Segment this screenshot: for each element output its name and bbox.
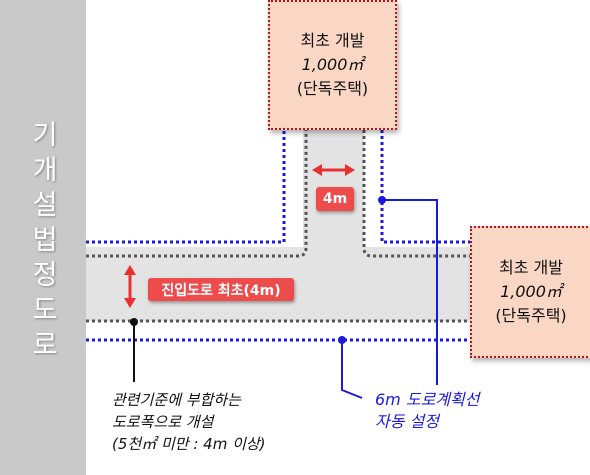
plan-line-note: 6m 도로계획선 자동 설정 bbox=[375, 389, 515, 433]
parcel-top: 최초 개발 1,000㎡ (단독주택) bbox=[268, 0, 397, 130]
road-label-char: 법 bbox=[32, 225, 58, 256]
parcel-area: 1,000㎡ bbox=[301, 55, 364, 74]
road-label-char: 도 bbox=[32, 295, 58, 326]
road-edge-upper-right bbox=[362, 130, 470, 258]
parcel-use: (단독주택) bbox=[296, 79, 369, 98]
plan-line-upper-right bbox=[380, 130, 470, 244]
note-line: 자동 설정 bbox=[375, 412, 439, 431]
leader-left bbox=[130, 318, 138, 382]
road-label-char: 로 bbox=[32, 330, 58, 361]
parcel-title: 최초 개발 bbox=[499, 258, 563, 277]
entry-width-arrow bbox=[124, 265, 136, 308]
road-label-char: 기 bbox=[32, 120, 58, 151]
entry-road-badge: 진입도로 최초(4m) bbox=[148, 278, 294, 301]
road-width-badge: 4m bbox=[316, 187, 354, 211]
note-line: 6m 도로계획선 bbox=[375, 390, 480, 409]
road-edge-upper bbox=[86, 130, 308, 258]
parcel-title: 최초 개발 bbox=[300, 31, 365, 50]
existing-road-label: 기 개 설 법 정 도 로 bbox=[32, 118, 58, 363]
road-label-char: 정 bbox=[32, 260, 58, 291]
existing-road bbox=[0, 0, 86, 475]
road-label-char: 개 bbox=[32, 155, 58, 186]
branch-width-arrow bbox=[312, 164, 355, 176]
parcel-area: 1,000㎡ bbox=[500, 282, 562, 301]
standard-note: 관련기준에 부합하는 도로폭으로 개설 (5천㎡ 미만 : 4m 이상) bbox=[112, 389, 332, 455]
parcel-right: 최초 개발 1,000㎡ (단독주택) bbox=[470, 226, 590, 358]
road-label-char: 설 bbox=[32, 190, 58, 221]
parcel-use: (단독주택) bbox=[495, 306, 567, 325]
note-line: (5천㎡ 미만 : 4m 이상) bbox=[112, 435, 266, 453]
plan-line-upper-left bbox=[86, 130, 286, 244]
note-line: 도로폭으로 개설 bbox=[112, 413, 214, 431]
note-line: 관련기준에 부합하는 bbox=[112, 391, 241, 409]
leader-right bbox=[338, 196, 438, 399]
